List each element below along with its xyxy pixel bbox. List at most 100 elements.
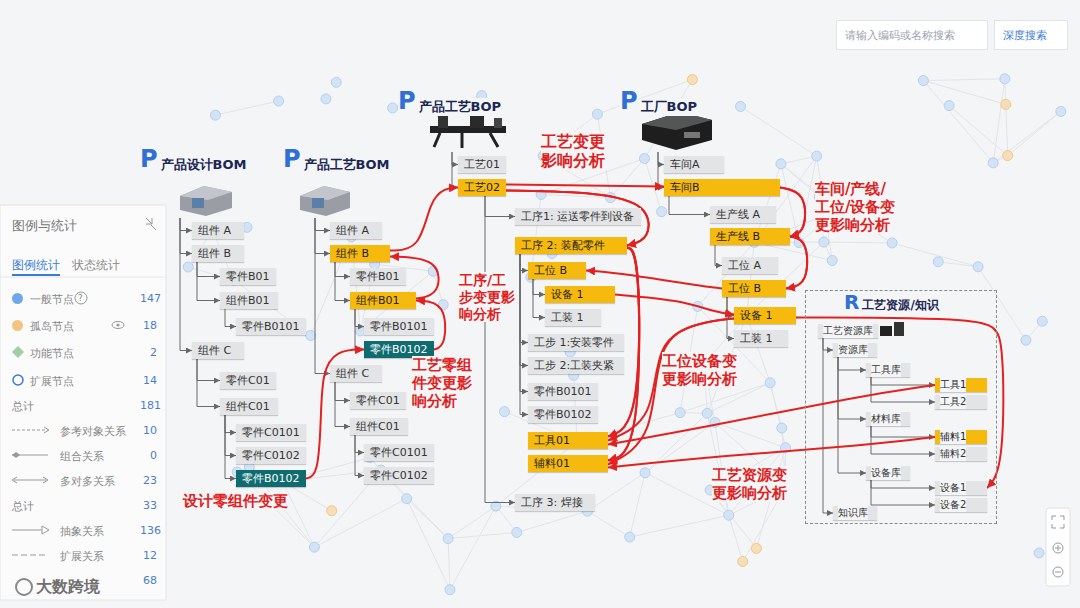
node-label: 工艺资源库 (823, 324, 873, 338)
cad-model (300, 186, 350, 216)
tree-item: 零件B0101 (236, 318, 306, 335)
heading-letter: P (283, 146, 301, 172)
tree-link (335, 382, 350, 427)
tree-link (520, 254, 528, 392)
tree-item: 工艺资源库 (818, 324, 878, 338)
tree-link (355, 309, 364, 350)
tree-link (197, 262, 220, 277)
ring-sample (13, 375, 23, 385)
network-link (588, 473, 646, 511)
node-label: 组件C01 (226, 398, 270, 415)
network-link (630, 515, 729, 537)
network-dot (592, 109, 602, 119)
node-label: 工具2 (940, 395, 966, 409)
network-dot (625, 532, 635, 542)
network-link (644, 159, 661, 212)
tree-link (225, 415, 236, 456)
network-dot (887, 238, 897, 248)
tree-item: 工艺01 (458, 156, 506, 173)
node-label: 零件C0101 (370, 444, 428, 461)
node-label: 深度搜索 (1003, 28, 1047, 43)
model-top (180, 186, 232, 200)
tree-link (533, 279, 545, 318)
legend-item: 功能节点 (30, 346, 74, 361)
node-label: 零件C0102 (370, 467, 428, 484)
network-link (448, 532, 517, 538)
legend-label: 孤岛节点 (30, 320, 74, 333)
tree-item: 零件B01 (220, 268, 276, 285)
network-link (740, 106, 816, 156)
machine-model (642, 112, 712, 150)
analysis-callout: 车间/产线/ 工位/设备变 更影响分析 (815, 180, 903, 234)
legend-item: 参考对象关系 (60, 424, 126, 439)
network-dot (1034, 548, 1044, 558)
tree-item: 工具库 (866, 363, 910, 377)
tree-root: P工厂BOP (620, 88, 720, 152)
impact-arrow (608, 437, 935, 468)
network-dot (321, 94, 331, 104)
node-label: 零件B0101 (370, 318, 428, 335)
network-dot (765, 378, 775, 388)
tree-link (355, 435, 364, 476)
network-link (448, 506, 496, 538)
tree-link (315, 218, 330, 254)
node-label: 组件 C (336, 365, 369, 382)
tree-item: 设备 1 (545, 286, 615, 303)
tree-item: 资源库 (833, 343, 877, 357)
network-dot (973, 262, 983, 272)
tree-link (485, 196, 515, 217)
tree-item: 工位 A (722, 257, 778, 274)
line-sample (14, 480, 46, 481)
model-body (300, 186, 350, 216)
network-dot (751, 543, 761, 553)
impact-arrow (608, 248, 639, 461)
node-label: 工位 A (728, 257, 761, 274)
heading-text: 工艺资源/知识 (862, 297, 938, 314)
machine-panel (684, 132, 700, 138)
tree-item: 组件 C (192, 342, 244, 359)
resource-group: R工艺资源/知识工艺资源库资源库工具库工具1工具2材料库辅料1辅料2设备库设备1… (805, 290, 997, 524)
heading-text: 产品工艺BOM (304, 156, 390, 174)
node-label: 车间B (670, 179, 700, 196)
tree-item: 零件B0101 (528, 383, 598, 400)
tree-link (315, 218, 330, 374)
resource-icon (880, 322, 904, 336)
panel-text: 状态统计 (72, 257, 120, 274)
tree-link (315, 218, 330, 231)
fixture-legs (434, 133, 498, 148)
tree-item: 辅料01 (528, 455, 608, 472)
node-label: 工序 2: 装配零件 (521, 237, 605, 254)
legend-item: 抽象关系 (60, 524, 104, 539)
node-label: 设备库 (871, 466, 901, 480)
arrow-sample (44, 427, 49, 433)
tree-item: 生产线 B (710, 228, 790, 245)
tree-item: 零件B01 (350, 268, 406, 285)
network-dot (1056, 106, 1066, 116)
node-label: 工艺01 (464, 156, 500, 173)
node-label: 辅料01 (534, 455, 570, 472)
impact-arrow (608, 319, 734, 465)
node-label: 零件C0101 (242, 424, 300, 441)
tree-item: 生产线 A (710, 206, 776, 223)
fit-icon (1052, 516, 1064, 528)
network-link (923, 79, 1004, 81)
network-dot (1037, 316, 1047, 326)
zoom-out-minus (1055, 572, 1061, 573)
tree-item: 零件C01 (220, 372, 276, 389)
tree-item: 设备1 (935, 481, 987, 495)
tree-link (871, 426, 935, 437)
tree-item: 工序 2: 装配零件 (515, 237, 627, 254)
node-label: 知识库 (838, 506, 868, 520)
tree-link (335, 262, 350, 277)
node-label: 零件C0102 (242, 447, 300, 464)
network-link (715, 422, 786, 447)
diamond-sample (12, 346, 24, 358)
tree-link (335, 382, 350, 401)
tree-item: 零件B0102 (528, 406, 598, 423)
analysis-callout: 工艺变更 影响分析 (541, 132, 609, 170)
network-link (993, 111, 1061, 162)
icon-part (894, 322, 904, 336)
tree-item: 工步 2:工装夹紧 (528, 357, 624, 374)
count-value: 23 (143, 474, 157, 487)
